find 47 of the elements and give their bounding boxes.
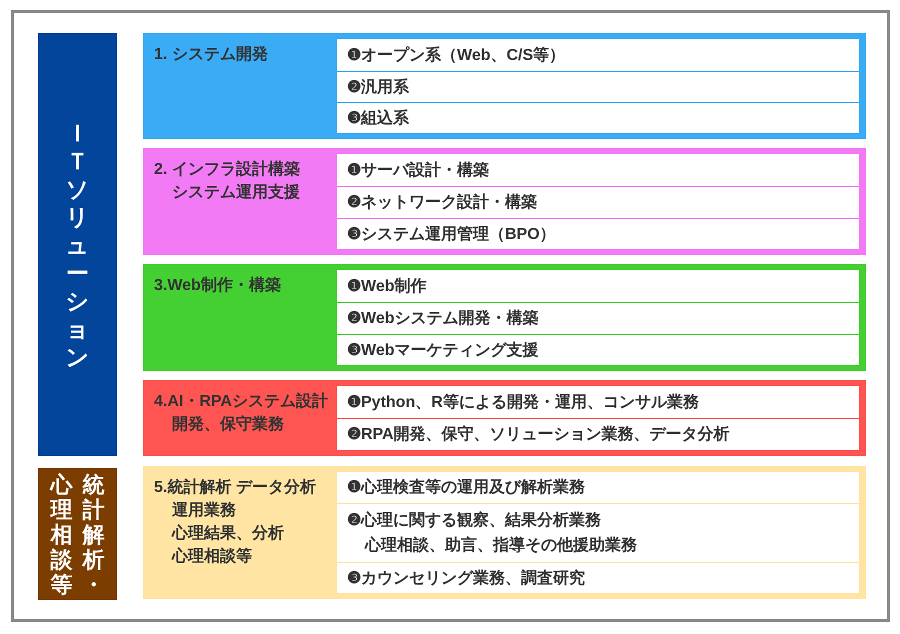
item-row <box>337 71 859 102</box>
category-panel <box>143 264 866 371</box>
category-panel <box>143 33 866 139</box>
item-text: ❶サーバ設計・構築 <box>347 160 489 180</box>
item-text: ❷汎用系 <box>347 77 409 98</box>
item-text: ❸Webマーケティング支援 <box>347 340 538 360</box>
item-row <box>337 302 859 334</box>
subcategory-text: 心理相談等 <box>172 546 252 567</box>
item-text: ❷ネットワーク設計・構築 <box>347 192 537 213</box>
side-band <box>38 468 117 600</box>
subcategory-text: 運用業務 <box>172 500 236 521</box>
category-panel <box>143 466 866 599</box>
item-text: ❶オープン系（Web、C/S等） <box>347 45 566 66</box>
category-heading: 2. インフラ設計構築 <box>154 159 300 180</box>
subcategory-text: システム運用支援 <box>172 182 300 203</box>
category-heading: 1. システム開発 <box>154 45 268 65</box>
item-row <box>337 472 859 503</box>
band-label: ＩＴソリューション <box>64 118 90 370</box>
side-band <box>38 33 117 456</box>
item-row <box>337 218 859 249</box>
item-text: ❷心理に関する観察、結果分析業務 <box>347 510 601 531</box>
band-label: 統計解析・心理相談等 <box>50 472 106 596</box>
category-heading: 3.Web制作・構築 <box>154 276 281 296</box>
item-text: ❶Python、R等による開発・運用、コンサル業務 <box>347 392 699 412</box>
item-row <box>337 186 859 218</box>
item-text: ❶Web制作 <box>347 276 426 296</box>
item-row <box>337 386 859 418</box>
item-text: ❷RPA開発、保守、ソリューション業務、データ分析 <box>347 424 730 445</box>
item-row <box>337 503 859 562</box>
item-text: ❸システム運用管理（BPO） <box>347 224 556 244</box>
item-row <box>337 270 859 302</box>
item-row <box>337 418 859 450</box>
category-panel <box>143 148 866 255</box>
item-text: 心理相談、助言、指導その他援助業務 <box>365 535 637 556</box>
item-row <box>337 154 859 186</box>
subcategory-text: 心理結果、分析 <box>172 523 284 544</box>
item-row <box>337 562 859 593</box>
category-heading: 4.AI・RPAシステム設計開発、保守業務 <box>154 391 329 435</box>
item-row <box>337 102 859 133</box>
item-text: ❶心理検査等の運用及び解析業務 <box>347 477 585 498</box>
item-row <box>337 39 859 71</box>
category-panel <box>143 380 866 456</box>
category-heading: 5.統計解析 データ分析 <box>154 477 316 498</box>
item-row <box>337 334 859 365</box>
item-text: ❸組込系 <box>347 108 409 128</box>
item-text: ❸カウンセリング業務、調査研究 <box>347 568 585 588</box>
item-text: ❷Webシステム開発・構築 <box>347 308 538 329</box>
